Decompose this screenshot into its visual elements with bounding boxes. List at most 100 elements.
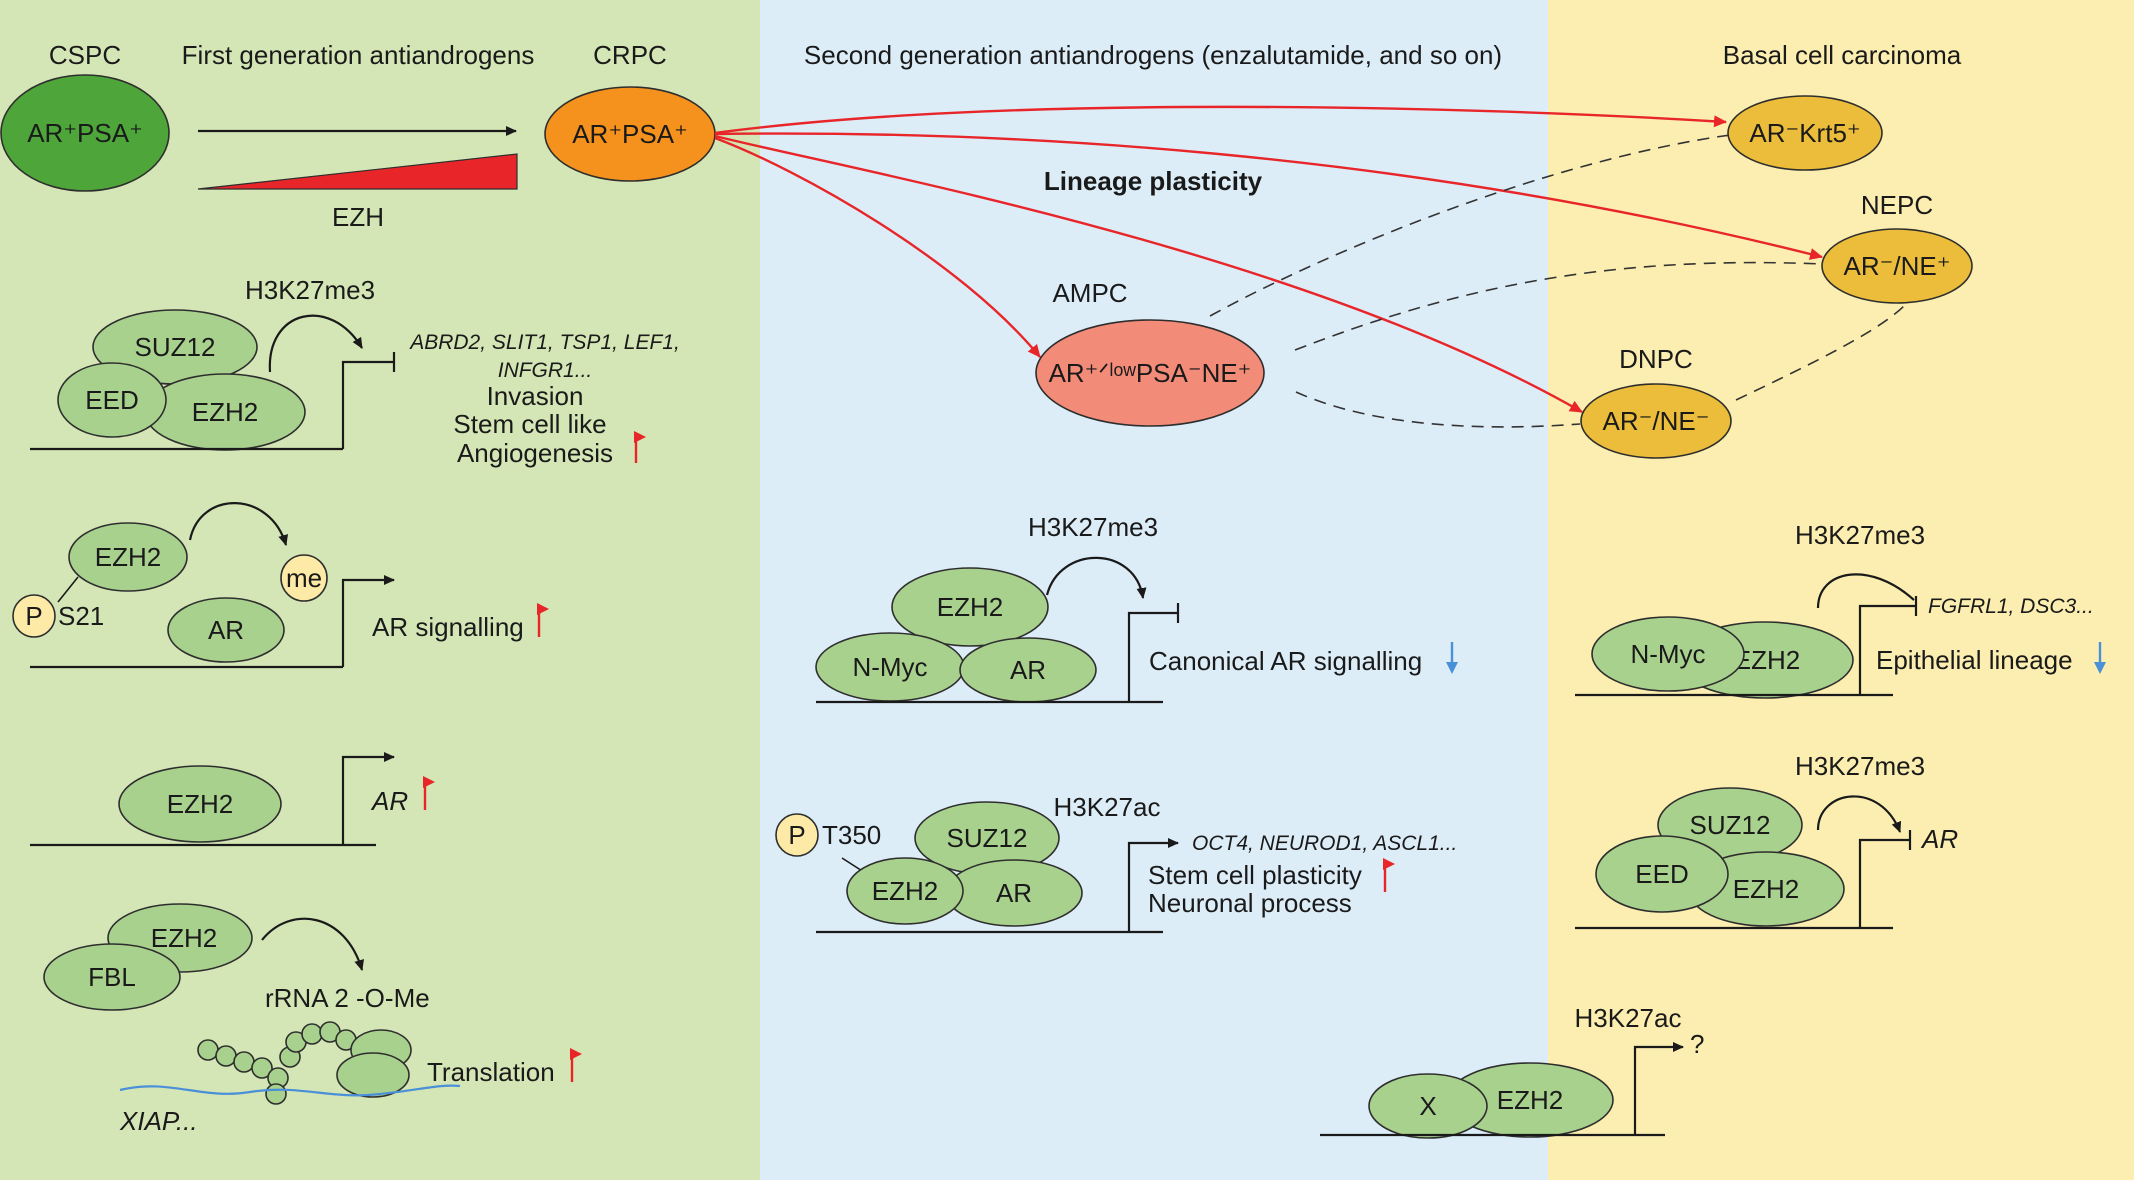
left-m1-eed-label: EED	[85, 385, 138, 415]
mid-m1-down-arrow-head	[1446, 662, 1458, 674]
crpc-state-label: AR⁺PSA⁺	[572, 119, 688, 149]
right-m1-promoter	[1858, 604, 1916, 695]
header-crpc: CRPC	[593, 40, 667, 70]
dnpc-label: DNPC	[1619, 344, 1693, 374]
mid-m1-ar-label: AR	[1010, 655, 1046, 685]
left-m1-out-2: Stem cell like	[453, 409, 606, 439]
right-m2-mark: H3K27me3	[1795, 751, 1925, 781]
left-m1-targets-2: INFGR1...	[498, 359, 593, 382]
right-m1-out: Epithelial lineage	[1876, 645, 2073, 675]
left-m4-translation: Translation	[427, 1057, 555, 1087]
left-m2-curve-arrow	[188, 502, 288, 546]
left-m2-p-link	[57, 576, 79, 603]
right-m3-ezh2-label: EZH2	[1497, 1085, 1563, 1115]
mid-m2-promoter	[1127, 838, 1179, 932]
left-m2-phospho-circle	[12, 594, 56, 638]
dash-ampc-dnpc	[1295, 391, 1581, 428]
krt5-ellipse	[1727, 95, 1883, 171]
ribosome-large-subunit	[336, 1052, 410, 1098]
nepc-label: NEPC	[1861, 190, 1933, 220]
panel-middle	[760, 0, 1548, 1180]
dash-dnpc-nepc	[1735, 304, 1906, 401]
right-m2-eed-label: EED	[1635, 859, 1688, 889]
mid-m2-out-2: Neuronal process	[1148, 888, 1352, 918]
left-m2-methyl-circle	[280, 554, 328, 602]
ezh-label: EZH	[332, 202, 384, 232]
header-basal: Basal cell carcinoma	[1723, 40, 1962, 70]
left-m2-p-label: P	[25, 601, 42, 631]
header-second-gen: Second generation antiandrogens (enzalut…	[804, 40, 1502, 70]
arrow-to-ampc	[714, 136, 1041, 358]
mid-m2-ezh2-label: EZH2	[872, 876, 938, 906]
mrna-strand	[119, 1084, 461, 1097]
left-m2-ezh2	[68, 522, 188, 592]
right-m2-promoter	[1858, 838, 1910, 928]
left-m1-out-3: Angiogenesis	[457, 438, 613, 468]
ampc-state-label: AR⁺ᐟˡᵒʷPSA⁻NE⁺	[1049, 358, 1252, 388]
left-m2-out: AR signalling	[372, 612, 524, 642]
right-m3-x-label: X	[1419, 1091, 1436, 1121]
arrow-to-krt5	[714, 105, 1727, 135]
left-m4-rrna: rRNA 2 -O-Me	[265, 983, 430, 1013]
right-m1-mark: H3K27me3	[1795, 520, 1925, 550]
left-m2-ar-label: AR	[208, 615, 244, 645]
right-m2-ezh2-label: EZH2	[1733, 874, 1799, 904]
header-first-gen: First generation antiandrogens	[182, 40, 535, 70]
left-m2-promoter	[341, 575, 395, 667]
left-m2-me-label: me	[286, 563, 322, 593]
ampc-label: AMPC	[1052, 278, 1127, 308]
right-m1-nmyc	[1591, 616, 1745, 692]
left-m2-ezh2-label: EZH2	[95, 542, 161, 572]
right-m2-eed	[1595, 835, 1729, 913]
left-m4-xiap: XIAP...	[119, 1106, 198, 1136]
mid-m1-mark: H3K27me3	[1028, 512, 1158, 542]
nepc-ellipse	[1821, 228, 1973, 304]
mid-m2-suz12-label: SUZ12	[947, 823, 1028, 853]
arrow-to-dnpc	[714, 134, 1583, 414]
dnpc-ellipse	[1580, 383, 1732, 459]
left-m3-ezh2	[118, 765, 282, 843]
ampc-ellipse	[1035, 319, 1265, 427]
left-m1-eed	[57, 362, 167, 438]
left-m3-promoter	[341, 752, 395, 845]
right-m1-nmyc-label: N-Myc	[1630, 639, 1705, 669]
right-m3-x	[1368, 1073, 1488, 1139]
left-m1-targets-1: ABRD2, SLIT1, TSP1, LEF1,	[408, 331, 680, 354]
right-m3-promoter	[1633, 1042, 1684, 1135]
right-m2-out: AR	[1920, 824, 1958, 854]
dnpc-state-label: AR⁻/NE⁻	[1603, 406, 1710, 436]
right-m1-down-arrow-head	[2094, 662, 2106, 674]
left-m3-out: AR	[370, 786, 408, 816]
right-m2-suz12-label: SUZ12	[1690, 810, 1771, 840]
mid-m2-targets: OCT4, NEUROD1, ASCL1...	[1192, 832, 1457, 855]
left-m2-ar	[167, 597, 285, 663]
mid-m2-ezh2	[846, 857, 964, 925]
right-m3-out: ?	[1690, 1029, 1704, 1059]
left-m4-fbl	[43, 943, 181, 1011]
header-cspc: CSPC	[49, 40, 121, 70]
left-m4-ezh2-label: EZH2	[151, 923, 217, 953]
dash-ampc-nepc	[1294, 261, 1823, 351]
panel-right	[1548, 0, 2134, 1180]
left-m1-ezh2-label: EZH2	[192, 397, 258, 427]
mid-m1-ezh2	[891, 567, 1049, 647]
cspc-state-label: AR⁺PSA⁺	[27, 118, 143, 148]
right-m1-targets: FGFRL1, DSC3...	[1928, 595, 2094, 618]
lineage-plasticity-label: Lineage plasticity	[1044, 166, 1263, 196]
mid-m2-p-label: P	[788, 820, 805, 850]
mid-m1-curve-arrow	[1045, 556, 1147, 599]
cspc-ellipse	[0, 74, 170, 192]
left-m1-mark: H3K27me3	[245, 275, 375, 305]
right-m1-curve	[1816, 573, 1915, 609]
left-m2-site: S21	[58, 601, 104, 631]
right-m3-mark: H3K27ac	[1575, 1003, 1682, 1033]
mid-m1-nmyc-label: N-Myc	[852, 652, 927, 682]
right-m1-ezh2-label: EZH2	[1734, 645, 1800, 675]
arrow-to-nepc	[714, 132, 1823, 260]
mid-m1-out: Canonical AR signalling	[1149, 646, 1422, 676]
left-m1-curve-arrow	[268, 314, 363, 373]
mid-m1-promoter	[1127, 611, 1178, 702]
dash-ampc-krt5	[1209, 134, 1731, 317]
mid-m2-site: T350	[822, 820, 881, 850]
